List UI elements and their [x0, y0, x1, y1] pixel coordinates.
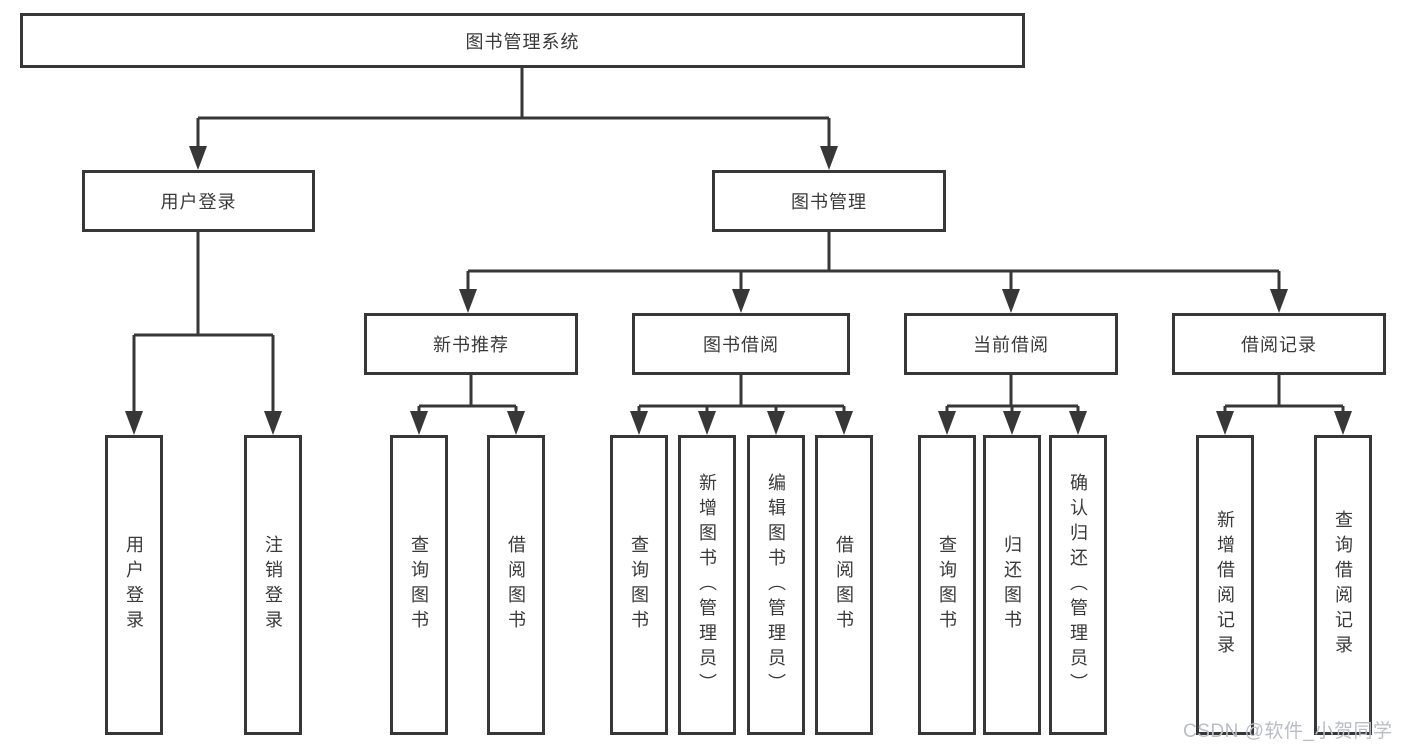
- node-label: 注销登录: [263, 535, 283, 635]
- connector-new-books-children: [410, 375, 525, 435]
- leaf-query-borrow-record: 查询借阅记录: [1314, 435, 1372, 735]
- node-label: 确认归还（管理员）: [1068, 472, 1088, 698]
- connector-borrow-records-children: [1216, 375, 1352, 435]
- node-label: 新增借阅记录: [1215, 510, 1235, 660]
- node-label: 查询图书: [937, 535, 957, 635]
- leaf-user-login: 用户登录: [105, 435, 163, 735]
- node-label: 查询图书: [409, 535, 429, 635]
- node-label: 当前借阅: [973, 335, 1049, 355]
- node-book-borrowing: 图书借阅: [632, 313, 850, 375]
- node-label: 新书推荐: [433, 335, 509, 355]
- leaf-borrow-books: 借阅图书: [815, 435, 873, 735]
- node-label: 编辑图书（管理员）: [766, 472, 786, 698]
- leaf-return-books: 归还图书: [983, 435, 1041, 735]
- node-label: 新增图书（管理员）: [697, 472, 717, 698]
- node-book-management: 图书管理: [712, 170, 946, 232]
- leaf-query-books: 查询图书: [610, 435, 668, 735]
- node-user-login: 用户登录: [82, 170, 315, 232]
- node-new-book-recommend: 新书推荐: [364, 313, 578, 375]
- node-label: 图书管理系统: [465, 31, 580, 52]
- leaf-logout: 注销登录: [244, 435, 302, 735]
- node-borrow-records: 借阅记录: [1172, 313, 1386, 375]
- node-label: 归还图书: [1002, 535, 1022, 635]
- connector-current-borrow-children: [938, 375, 1087, 435]
- leaf-confirm-return-admin: 确认归还（管理员）: [1049, 435, 1107, 735]
- connector-book-borrow-children: [630, 375, 853, 435]
- node-label: 图书借阅: [703, 335, 779, 355]
- node-label: 查询借阅记录: [1333, 510, 1353, 660]
- node-label: 借阅图书: [506, 535, 526, 635]
- node-label: 借阅记录: [1241, 335, 1317, 355]
- leaf-borrow-books: 借阅图书: [487, 435, 545, 735]
- node-label: 借阅图书: [834, 535, 854, 635]
- node-label: 用户登录: [160, 192, 237, 212]
- leaf-query-books: 查询图书: [918, 435, 976, 735]
- node-label: 图书管理: [791, 192, 867, 212]
- node-library-management-system: 图书管理系统: [20, 13, 1025, 68]
- node-label: 查询图书: [629, 535, 649, 635]
- connector-book-mgmt-to-level3: [459, 232, 1288, 313]
- connector-user-login-children: [125, 232, 282, 435]
- node-label: 用户登录: [124, 535, 144, 635]
- connector-root-to-level2: [189, 68, 838, 170]
- leaf-add-borrow-record: 新增借阅记录: [1196, 435, 1254, 735]
- node-current-borrowing: 当前借阅: [904, 313, 1118, 375]
- leaf-query-books: 查询图书: [390, 435, 448, 735]
- leaf-add-books-admin: 新增图书（管理员）: [678, 435, 736, 735]
- csdn-watermark: CSDN @软件_小贺同学: [1183, 721, 1393, 742]
- leaf-edit-books-admin: 编辑图书（管理员）: [747, 435, 805, 735]
